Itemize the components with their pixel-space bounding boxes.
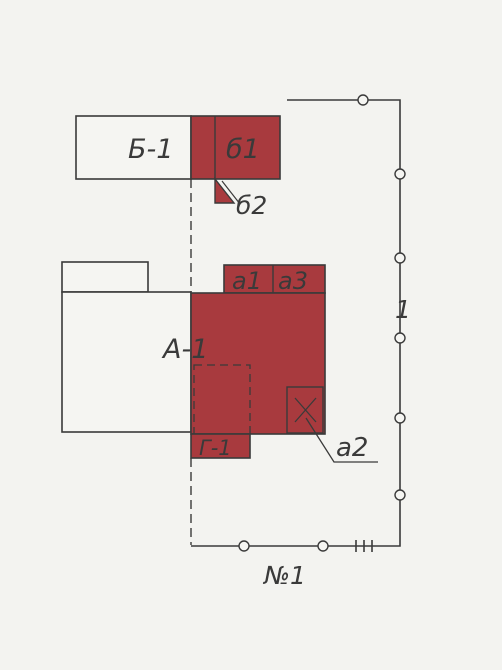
label-plot-number: №1 [262,561,306,590]
building-b1-outline [75,115,192,180]
label-section-a1: а1 [232,267,262,295]
fence-post [394,168,406,180]
label-building-b1: Б-1 [128,134,173,165]
label-section-b2: б2 [236,191,267,220]
fence-post [394,252,406,264]
building-g1 [190,433,251,459]
cross-line-2 [294,397,317,423]
leader-a2 [305,417,378,463]
label-building-a1: А-1 [161,334,208,365]
fence-post [357,94,369,106]
label-section-a2: а2 [336,433,368,463]
dashed-inner-box [193,364,251,436]
building-a1-annex [61,261,149,293]
section-b1 [190,115,281,180]
fence-post [317,540,329,552]
label-building-g1: Г-1 [199,436,232,460]
leader-b2 [221,180,241,205]
fence-post [394,489,406,501]
fence-post [394,332,406,344]
fence-post [238,540,250,552]
label-fence-number: 1 [395,295,411,324]
section-b2 [214,176,236,204]
building-a1-outline [61,291,192,433]
label-section-b1: б1 [226,134,260,165]
fence-post [394,412,406,424]
label-section-a3: а3 [278,267,308,295]
fence-line [191,99,401,547]
